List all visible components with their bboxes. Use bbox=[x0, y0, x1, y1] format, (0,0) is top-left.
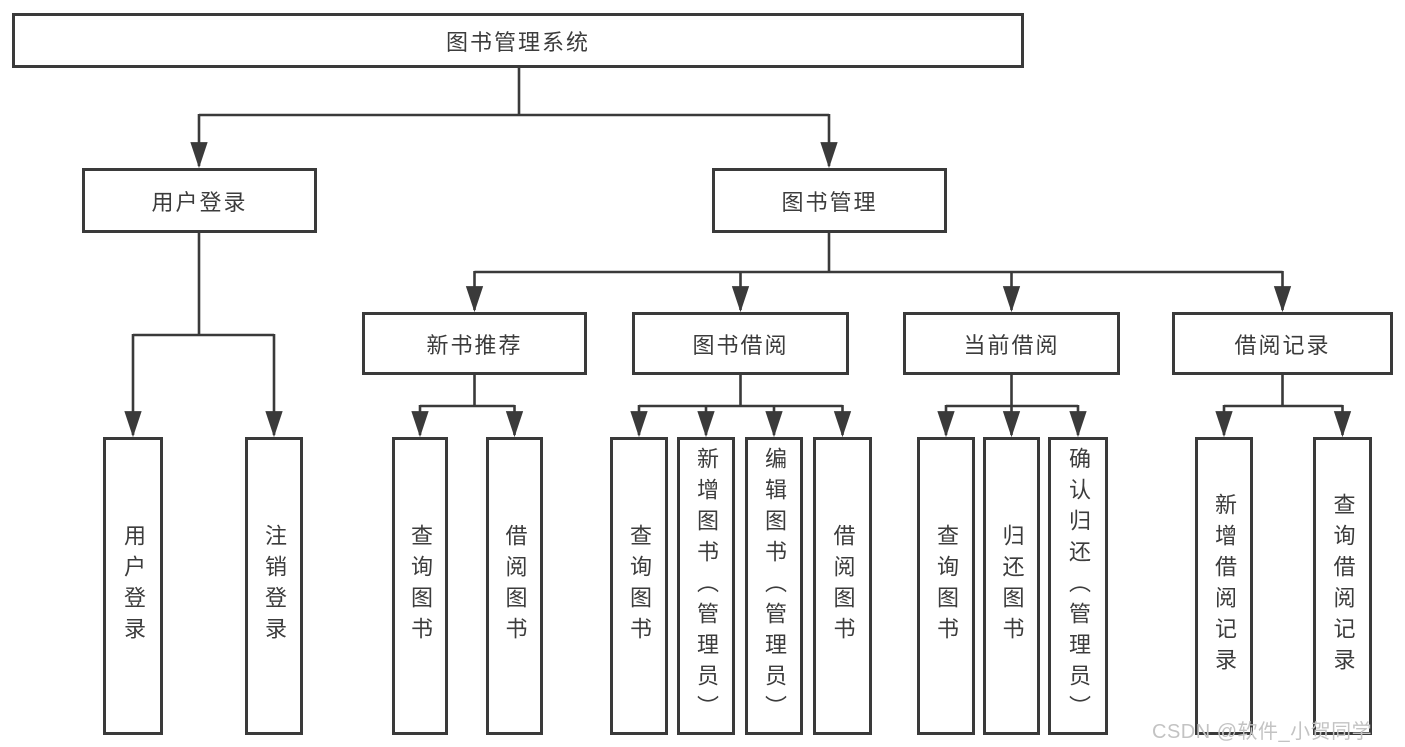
leaf-return-book: 归还图书 bbox=[983, 437, 1040, 735]
leaf-logout: 注销登录 bbox=[245, 437, 303, 735]
leaf-logout-label: 注销登录 bbox=[262, 524, 287, 648]
leaf-query-books-recommend-label: 查询图书 bbox=[408, 524, 433, 648]
leaf-query-books-borrowing: 查询图书 bbox=[610, 437, 668, 735]
node-borrowing-records: 借阅记录 bbox=[1172, 312, 1393, 375]
leaf-add-book-admin-label: 新增图书（管理员） bbox=[694, 446, 719, 726]
leaf-user-login-label: 用户登录 bbox=[121, 524, 146, 648]
leaf-confirm-return-admin-label: 确认归还（管理员） bbox=[1066, 446, 1091, 726]
leaf-query-borrow-record: 查询借阅记录 bbox=[1313, 437, 1372, 735]
leaf-return-book-label: 归还图书 bbox=[999, 524, 1025, 648]
leaf-query-books-borrowing-label: 查询图书 bbox=[627, 524, 652, 648]
leaf-user-login: 用户登录 bbox=[103, 437, 163, 735]
node-current-borrowing: 当前借阅 bbox=[903, 312, 1120, 375]
leaf-borrow-books-borrowing: 借阅图书 bbox=[813, 437, 872, 735]
node-new-book-recommend: 新书推荐 bbox=[362, 312, 587, 375]
node-book-management: 图书管理 bbox=[712, 168, 947, 233]
leaf-query-books-current-label: 查询图书 bbox=[934, 524, 959, 648]
leaf-borrow-books-recommend-label: 借阅图书 bbox=[502, 524, 528, 648]
leaf-edit-book-admin: 编辑图书（管理员） bbox=[745, 437, 803, 735]
node-book-borrowing: 图书借阅 bbox=[632, 312, 849, 375]
leaf-query-books-current: 查询图书 bbox=[917, 437, 975, 735]
leaf-add-book-admin: 新增图书（管理员） bbox=[677, 437, 735, 735]
leaf-query-borrow-record-label: 查询借阅记录 bbox=[1330, 493, 1356, 679]
node-user-login: 用户登录 bbox=[82, 168, 317, 233]
leaf-borrow-books-borrowing-label: 借阅图书 bbox=[830, 524, 856, 648]
leaf-add-borrow-record: 新增借阅记录 bbox=[1195, 437, 1253, 735]
leaf-confirm-return-admin: 确认归还（管理员） bbox=[1048, 437, 1108, 735]
node-root: 图书管理系统 bbox=[12, 13, 1024, 68]
leaf-borrow-books-recommend: 借阅图书 bbox=[486, 437, 543, 735]
leaf-query-books-recommend: 查询图书 bbox=[392, 437, 448, 735]
leaf-add-borrow-record-label: 新增借阅记录 bbox=[1212, 493, 1237, 679]
leaf-edit-book-admin-label: 编辑图书（管理员） bbox=[762, 446, 787, 726]
watermark: CSDN @软件_小贺同学 bbox=[1152, 721, 1373, 743]
